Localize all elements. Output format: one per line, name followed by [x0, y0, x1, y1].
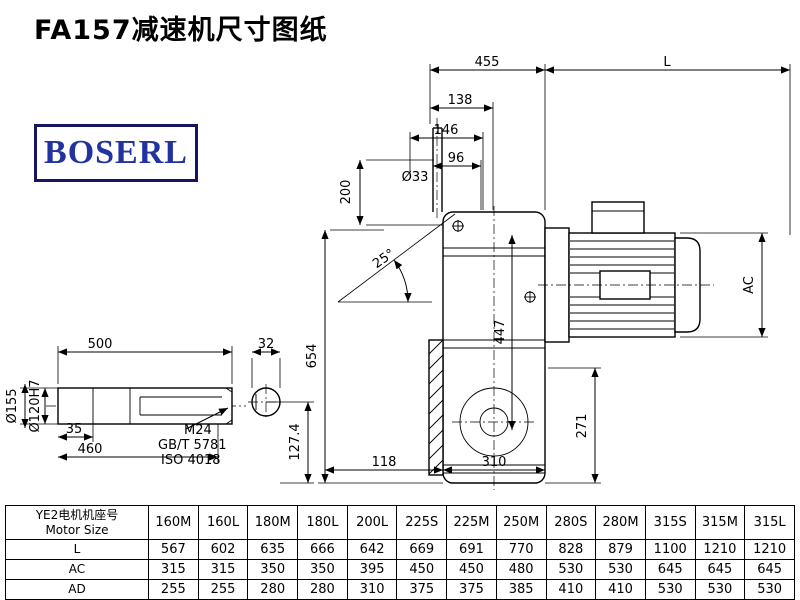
dim-label-138: 138: [448, 93, 473, 108]
table-cell: 350: [247, 559, 299, 580]
table-header-motor-size: YE2电机机座号 Motor Size: [5, 505, 149, 540]
table-cell: 450: [446, 559, 497, 580]
dim-label-200: 200: [339, 180, 354, 205]
dim-label-447: 447: [493, 320, 508, 345]
dim-label-d33: Ø33: [402, 170, 429, 185]
dim-label-d155: Ø155: [5, 388, 20, 423]
dim-label-25deg: 25°: [370, 246, 397, 272]
dim-label-118: 118: [372, 455, 397, 470]
dim-label-271: 271: [575, 414, 590, 439]
dim-label-455: 455: [475, 55, 500, 70]
shaft-detail-view: [46, 387, 246, 430]
table-cell: 645: [694, 559, 746, 580]
dim-label-654: 654: [305, 344, 320, 369]
table-cell: 1210: [744, 539, 795, 560]
dim-label-L: L: [663, 55, 671, 70]
dim-label-127-4: 127.4: [288, 423, 303, 460]
column-header: 315S: [644, 505, 696, 540]
table-cell: 691: [446, 539, 497, 560]
table-cell: 410: [595, 579, 646, 600]
page-title: FA157减速机尺寸图纸: [34, 15, 328, 46]
dim-label-146: 146: [434, 123, 459, 138]
table-cell: 395: [346, 559, 398, 580]
table-cell: 666: [297, 539, 348, 560]
table-cell: 375: [396, 579, 448, 600]
table-cell: 450: [396, 559, 448, 580]
table-cell: 1100: [644, 539, 696, 560]
dim-label-96: 96: [448, 151, 465, 166]
m24-leader-line: [185, 407, 229, 430]
row-label: L: [5, 539, 149, 560]
table-cell: 770: [495, 539, 547, 560]
dim-label-310: 310: [482, 455, 507, 470]
standard-gbt5781: GB/T 5781: [158, 438, 227, 453]
logo-text: BOSERL: [44, 134, 188, 171]
table-cell: 255: [197, 579, 249, 600]
table-cell: 567: [148, 539, 199, 560]
table-cell: 635: [247, 539, 299, 560]
dim-label-d120h7: Ø120H7: [28, 379, 43, 432]
gearbox-view: [428, 118, 546, 490]
column-header: 315L: [744, 505, 795, 540]
technical-drawing: 455 L 138 146 96 Ø33 200 25° 654 447 AC …: [5, 55, 791, 490]
row-label: AC: [5, 559, 149, 580]
column-header: 225S: [396, 505, 448, 540]
dim-label-500: 500: [88, 337, 113, 352]
column-header: 200L: [346, 505, 398, 540]
table-cell: 255: [148, 579, 199, 600]
column-header: 315M: [694, 505, 746, 540]
motor-size-label-cn: YE2电机机座号: [35, 508, 119, 523]
row-label: AD: [5, 579, 149, 600]
table-cell: 669: [396, 539, 448, 560]
table-cell: 385: [495, 579, 547, 600]
table-cell: 530: [644, 579, 696, 600]
table-cell: 602: [197, 539, 249, 560]
table-cell: 480: [495, 559, 547, 580]
table-cell: 530: [694, 579, 746, 600]
terminal-box: [591, 201, 645, 234]
table-cell: 315: [148, 559, 199, 580]
column-header: 280S: [545, 505, 597, 540]
column-header: 250M: [495, 505, 547, 540]
dim-label-AC: AC: [742, 276, 757, 294]
table-cell: 410: [545, 579, 597, 600]
table-cell: 315: [197, 559, 249, 580]
boserl-logo: BOSERL: [34, 124, 198, 182]
standard-iso4018: ISO 4018: [161, 453, 221, 468]
dimensions: 455 L 138 146 96 Ø33 200 25° 654 447 AC …: [5, 55, 791, 484]
table-cell: 645: [644, 559, 696, 580]
thread-spec-m24: M24: [184, 423, 212, 438]
table-cell: 530: [545, 559, 597, 580]
column-header: 225M: [446, 505, 497, 540]
table-cell: 1210: [694, 539, 746, 560]
table-cell: 310: [346, 579, 398, 600]
table-cell: 879: [595, 539, 646, 560]
motor-size-label-en: Motor Size: [45, 522, 109, 537]
column-header: 160L: [197, 505, 249, 540]
table-cell: 530: [744, 579, 795, 600]
column-header: 160M: [148, 505, 199, 540]
dim-label-32: 32: [258, 337, 275, 352]
dim-label-460: 460: [78, 442, 103, 457]
table-cell: 350: [297, 559, 348, 580]
table-cell: 642: [346, 539, 398, 560]
table-cell: 280: [297, 579, 348, 600]
table-cell: 530: [595, 559, 646, 580]
table-cell: 375: [446, 579, 497, 600]
column-header: 280M: [595, 505, 646, 540]
table-cell: 280: [247, 579, 299, 600]
motor-view: [538, 201, 714, 343]
table-cell: 828: [545, 539, 597, 560]
dim-label-35: 35: [66, 422, 83, 437]
column-header: 180M: [247, 505, 299, 540]
table-cell: 645: [744, 559, 795, 580]
column-header: 180L: [297, 505, 348, 540]
